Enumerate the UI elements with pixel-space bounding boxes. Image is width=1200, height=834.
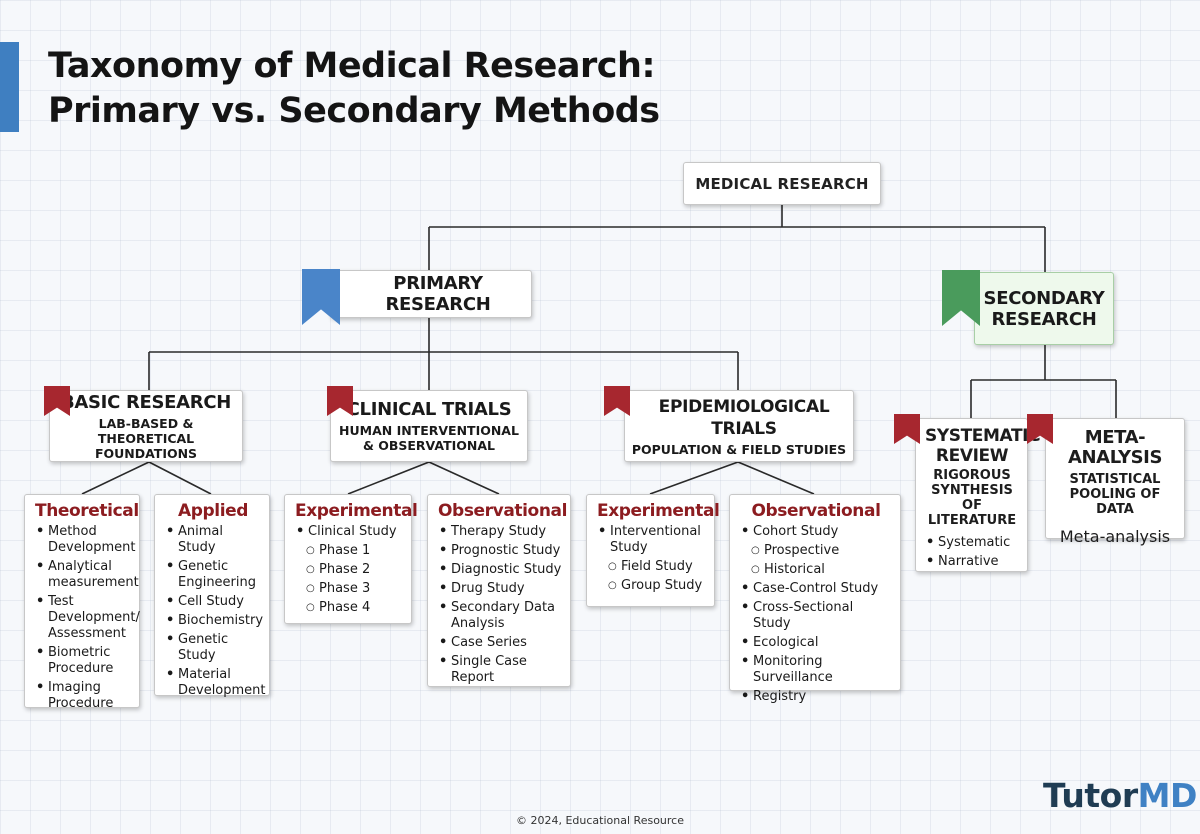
list-item: Test Development/ Assessment [35, 594, 140, 642]
clinical-trials-subtitle-2: & OBSERVATIONAL [362, 438, 495, 453]
list-item: Animal Study [165, 524, 261, 556]
epidemiological-trials-node: EPIDEMIOLOGICAL TRIALS POPULATION & FIEL… [624, 390, 854, 462]
list-item: Cohort Study [740, 524, 892, 540]
list-item: Interventional Study [597, 524, 706, 556]
list-item: Historical [740, 562, 892, 578]
list-item: Phase 1 [295, 543, 403, 559]
applied-box: Applied Animal Study Genetic Engineering… [154, 494, 270, 699]
list-item: Case Series [438, 635, 562, 651]
list-item: Phase 4 [295, 600, 403, 616]
primary-research-label: PRIMARY RESEARCH [385, 273, 491, 315]
basic-research-subtitle-2: FOUNDATIONS [94, 445, 198, 461]
clinical-trials-node: CLINICAL TRIALS HUMAN INTERVENTIONAL & O… [330, 390, 528, 462]
list-item: Drug Study [438, 581, 562, 597]
systematic-review-sub-2: SYNTHESIS OF [931, 483, 1013, 513]
list-item: Ecological [740, 635, 892, 651]
list-item: Single Case Report [438, 654, 562, 686]
list-item: Genetic Study [165, 632, 261, 664]
meta-analysis-title: META-ANALYSIS [1067, 427, 1163, 468]
meta-analysis-text: Meta-analysis [1059, 527, 1171, 546]
list-item: Group Study [597, 578, 706, 594]
list-item: Cell Study [165, 594, 261, 610]
secondary-label-line-1: SECONDARY [983, 287, 1105, 309]
title-line-1: Taxonomy of Medical Research: [48, 46, 655, 86]
primary-research-node: PRIMARY RESEARCH [330, 270, 532, 318]
list-item: Material Development [165, 667, 266, 699]
list-item: Prognostic Study [438, 543, 562, 559]
list-item: Registry [740, 689, 892, 705]
systematic-review-title-2: REVIEW [935, 446, 1009, 466]
list-item: Cross-Sectional Study [740, 600, 892, 632]
title-line-2: Primary vs. Secondary Methods [48, 91, 660, 131]
list-item: Narrative [925, 554, 1019, 570]
secondary-research-node: SECONDARY RESEARCH [974, 272, 1114, 345]
list-item: Analytical measurement [35, 559, 139, 591]
connector-clinical [347, 461, 500, 495]
page-title: Taxonomy of Medical Research: Primary vs… [48, 44, 660, 134]
list-item: Biochemistry [165, 613, 263, 629]
brand-part-2: MD [1137, 776, 1198, 815]
secondary-label-line-2: RESEARCH [991, 308, 1097, 330]
epi-observational-title: Observational [751, 501, 881, 521]
list-item: Field Study [597, 559, 706, 575]
connector-root [428, 205, 1046, 272]
systematic-review-sub-3: LITERATURE [927, 513, 1017, 528]
brand-part-1: Tutor [1043, 776, 1138, 815]
clinical-trials-title: CLINICAL TRIALS [346, 399, 512, 420]
systematic-review-title-1: SYSTEMATIC [925, 426, 1041, 446]
basic-research-subtitle-1: LAB-BASED & THEORETICAL [97, 415, 195, 446]
list-item: Phase 2 [295, 562, 403, 578]
list-item: Biometric Procedure [35, 645, 131, 677]
epidemiological-trials-title: EPIDEMIOLOGICAL TRIALS [658, 396, 830, 439]
clinical-experimental-title: Experimental [295, 501, 418, 521]
root-node: MEDICAL RESEARCH [683, 162, 881, 205]
connector-secondary [970, 345, 1117, 418]
list-item: Prospective [740, 543, 892, 559]
list-item: Monitoring Surveillance [740, 654, 892, 686]
footer-copyright: © 2024, Educational Resource [516, 814, 684, 827]
list-item: Systematic [925, 535, 1019, 551]
basic-research-node: BASIC RESEARCH LAB-BASED & THEORETICAL F… [49, 390, 243, 462]
applied-title: Applied [177, 501, 249, 521]
systematic-review-box: SYSTEMATIC REVIEW RIGOROUS SYNTHESIS OF … [915, 418, 1041, 572]
list-item: Method Development [35, 524, 136, 556]
list-item: Diagnostic Study [438, 562, 562, 578]
connector-basic [81, 461, 212, 495]
connector-primary [148, 318, 739, 390]
list-item: Case-Control Study [740, 581, 892, 597]
theoretical-box: Theoretical Method Development Analytica… [24, 494, 140, 711]
clinical-experimental-box: Experimental Clinical Study Phase 1 Phas… [284, 494, 418, 624]
epidemiological-trials-subtitle-1: POPULATION & FIELD STUDIES [631, 441, 847, 457]
accent-bar [0, 42, 19, 132]
meta-analysis-box: META-ANALYSIS STATISTICAL POOLING OF DAT… [1045, 418, 1185, 546]
list-item: Imaging Procedure [35, 680, 131, 712]
clinical-trials-subtitle-1: HUMAN INTERVENTIONAL [339, 423, 519, 438]
brand-logo: TutorMD [1043, 776, 1197, 815]
list-item: Genetic Engineering [165, 559, 261, 591]
list-item: Clinical Study [295, 524, 403, 540]
list-item: Phase 3 [295, 581, 403, 597]
list-item: Secondary Data Analysis [438, 600, 562, 632]
meta-analysis-sub-2: POOLING OF DATA [1069, 487, 1161, 517]
epi-experimental-title: Experimental [597, 501, 720, 521]
epi-experimental-box: Experimental Interventional Study Field … [586, 494, 720, 607]
basic-research-title: BASIC RESEARCH [60, 391, 232, 413]
epi-observational-box: Observational Cohort Study Prospective H… [729, 494, 901, 705]
list-item: Therapy Study [438, 524, 562, 540]
connector-epidemiological [649, 461, 815, 495]
root-label: MEDICAL RESEARCH [695, 174, 869, 193]
meta-analysis-sub-1: STATISTICAL [1069, 472, 1161, 487]
theoretical-title: Theoretical [35, 501, 139, 521]
systematic-review-sub-1: RIGOROUS [933, 468, 1011, 483]
clinical-observational-title: Observational [438, 501, 568, 521]
clinical-observational-box: Observational Therapy Study Prognostic S… [427, 494, 571, 687]
